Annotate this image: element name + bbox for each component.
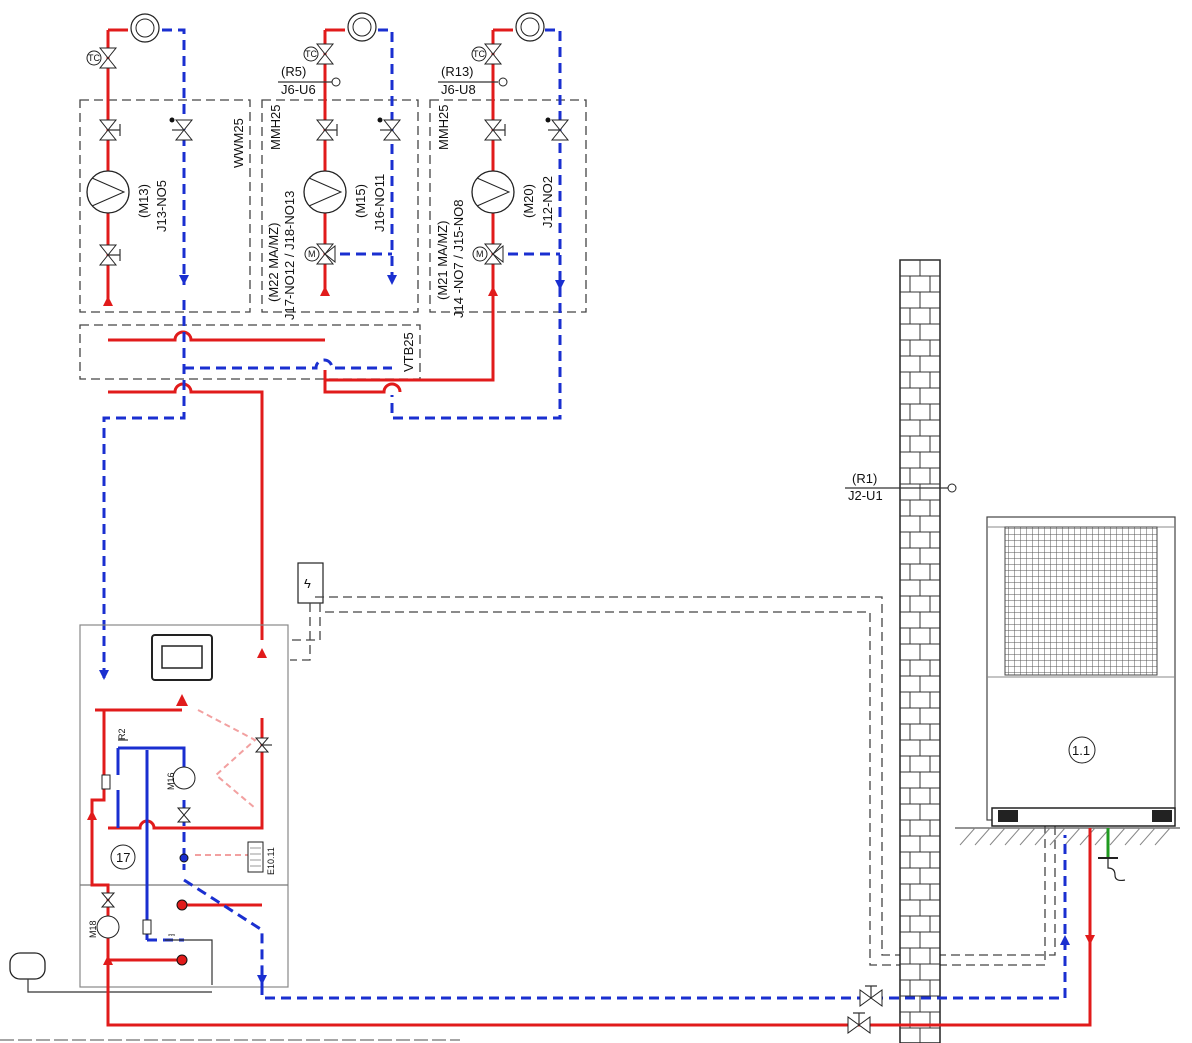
- sensor-r13-name: (R13): [441, 64, 474, 79]
- pump-m16: M16: [166, 766, 196, 790]
- pump-m13: (M13) J13-NO5: [86, 170, 169, 232]
- motor-symbol: M: [476, 249, 484, 259]
- mixing-valve-m21: M (M21 MA/MZ) J14 -NO7 / J15-NO8: [435, 200, 504, 319]
- pump-m15-name: (M15): [353, 184, 368, 218]
- sensor-r2: R2: [117, 728, 128, 741]
- module-vtb: VTB25: [79, 324, 421, 380]
- heater-label: E10.11: [266, 847, 276, 875]
- radiator-icon: [347, 12, 377, 42]
- pump-icon: [86, 170, 130, 214]
- temperature-sensor-icon: [331, 77, 341, 87]
- expansion-vessel: [9, 952, 212, 993]
- heat-pump-number: 1.1: [1072, 743, 1090, 758]
- pump-m20-name: (M20): [521, 184, 536, 218]
- pump-icon: [471, 170, 515, 214]
- filter-icon: [101, 774, 111, 790]
- motor-icon: [304, 246, 320, 262]
- sensor-r1-name: (R1): [852, 471, 877, 486]
- heater-e10: E10.11: [247, 841, 276, 875]
- mixer-m22-channel: J17-NO12 / J18-NO13: [282, 191, 297, 320]
- heater-icon: [247, 841, 264, 873]
- circuit-wwm: TC (M13) J13-NO5: [86, 13, 194, 306]
- condensate-drain-icon: [1107, 858, 1126, 882]
- indoor-unit-number: 17: [116, 850, 130, 865]
- sensor-r13-channel: J6-U8: [441, 82, 476, 97]
- mixing-valve-m22: M (M22 MA/MZ) J17-NO12 / J18-NO13: [266, 191, 336, 320]
- module-wwm-label: WWM25: [231, 118, 246, 168]
- radiator-icon: [130, 13, 160, 43]
- sensor-r5-name: (R5): [281, 64, 306, 79]
- shutoff-valve-icon: [98, 119, 121, 141]
- sensor-r1: (R1) J2-U1: [845, 471, 957, 503]
- tc-symbol: TC: [305, 49, 317, 59]
- indoor-unit: 17 R2 M16 M18: [79, 624, 289, 988]
- pump-m13-channel: J13-NO5: [154, 180, 169, 232]
- check-valve-icon: [169, 117, 194, 141]
- thermostatic-valve-icon: TC: [303, 43, 335, 65]
- pump-m20: (M20) J12-NO2: [471, 170, 555, 228]
- sensor-r1-channel: J2-U1: [848, 488, 883, 503]
- radiator-icon: [515, 12, 545, 42]
- tc-symbol: TC: [473, 49, 485, 59]
- sensor-r5-channel: J6-U6: [281, 82, 316, 97]
- pump-icon: [303, 170, 347, 214]
- shutoff-valve-icon: [315, 119, 338, 141]
- outer-wall: [899, 259, 941, 1043]
- module-wwm: WWM25: [79, 99, 251, 313]
- module-mmh-1-label: MMH25: [268, 104, 283, 150]
- shutoff-valve-icon: [859, 985, 883, 1007]
- check-valve-icon: [545, 117, 570, 141]
- motor-symbol: M: [308, 249, 316, 259]
- pump-m16-label: M16: [166, 772, 176, 790]
- pump-m18-label: M18: [88, 920, 98, 938]
- module-mmh-2-label: MMH25: [436, 104, 451, 150]
- temperature-sensor-icon: [498, 77, 508, 87]
- temperature-sensor-icon: [947, 483, 957, 493]
- sensor-r5: (R5) J6-U6: [278, 64, 341, 97]
- sensor-r2-label: R2: [117, 728, 127, 740]
- circuit-mmh-1: TC (R5) J6-U6 (M15) J16-NO11 M (M22 M: [266, 12, 402, 320]
- expansion-vessel-icon: [9, 952, 46, 980]
- module-mmh-2: MMH25: [429, 99, 587, 313]
- mixer-m21-name: (M21 MA/MZ): [435, 221, 450, 300]
- shutoff-valve-icon: [483, 119, 506, 141]
- filter-icon: [142, 919, 152, 935]
- pump-icon: [96, 915, 120, 939]
- electric-symbol: ϟ: [304, 576, 311, 591]
- module-mmh-1: MMH25: [261, 99, 419, 313]
- svg-text:⎓: ⎓: [168, 930, 175, 940]
- electric-box-icon: [297, 562, 324, 604]
- pump-m20-channel: J12-NO2: [540, 176, 555, 228]
- thermostatic-valve-icon: TC: [86, 47, 118, 69]
- pump-m15: (M15) J16-NO11: [303, 170, 387, 232]
- tc-symbol: TC: [88, 53, 100, 63]
- distribution-piping: [99, 300, 402, 680]
- pump-m18: M18: [88, 915, 120, 939]
- heat-pump-outdoor-unit: 1.1: [955, 516, 1180, 882]
- mixer-m22-name: (M22 MA/MZ): [266, 223, 281, 302]
- heat-pump-badge: [1068, 736, 1096, 764]
- sensor-r13: (R13) J6-U8: [438, 64, 508, 97]
- motor-icon: [472, 246, 488, 262]
- shutoff-valve-icon: [98, 244, 121, 266]
- module-vtb-label: VTB25: [401, 332, 416, 372]
- mixer-m21-channel: J14 -NO7 / J15-NO8: [451, 200, 466, 319]
- fan-grille-icon: [1004, 526, 1158, 676]
- indoor-unit-number-badge: [110, 844, 136, 870]
- pump-m15-channel: J16-NO11: [372, 174, 387, 232]
- check-valve-icon: [377, 117, 402, 141]
- electric-supply: ϟ: [290, 562, 1056, 966]
- pump-icon: [172, 766, 196, 790]
- pump-m13-name: (M13): [136, 184, 151, 218]
- shutoff-valve-icon: [847, 1012, 871, 1034]
- main-lines: [106, 828, 1095, 1034]
- thermostatic-valve-icon: TC: [471, 43, 503, 65]
